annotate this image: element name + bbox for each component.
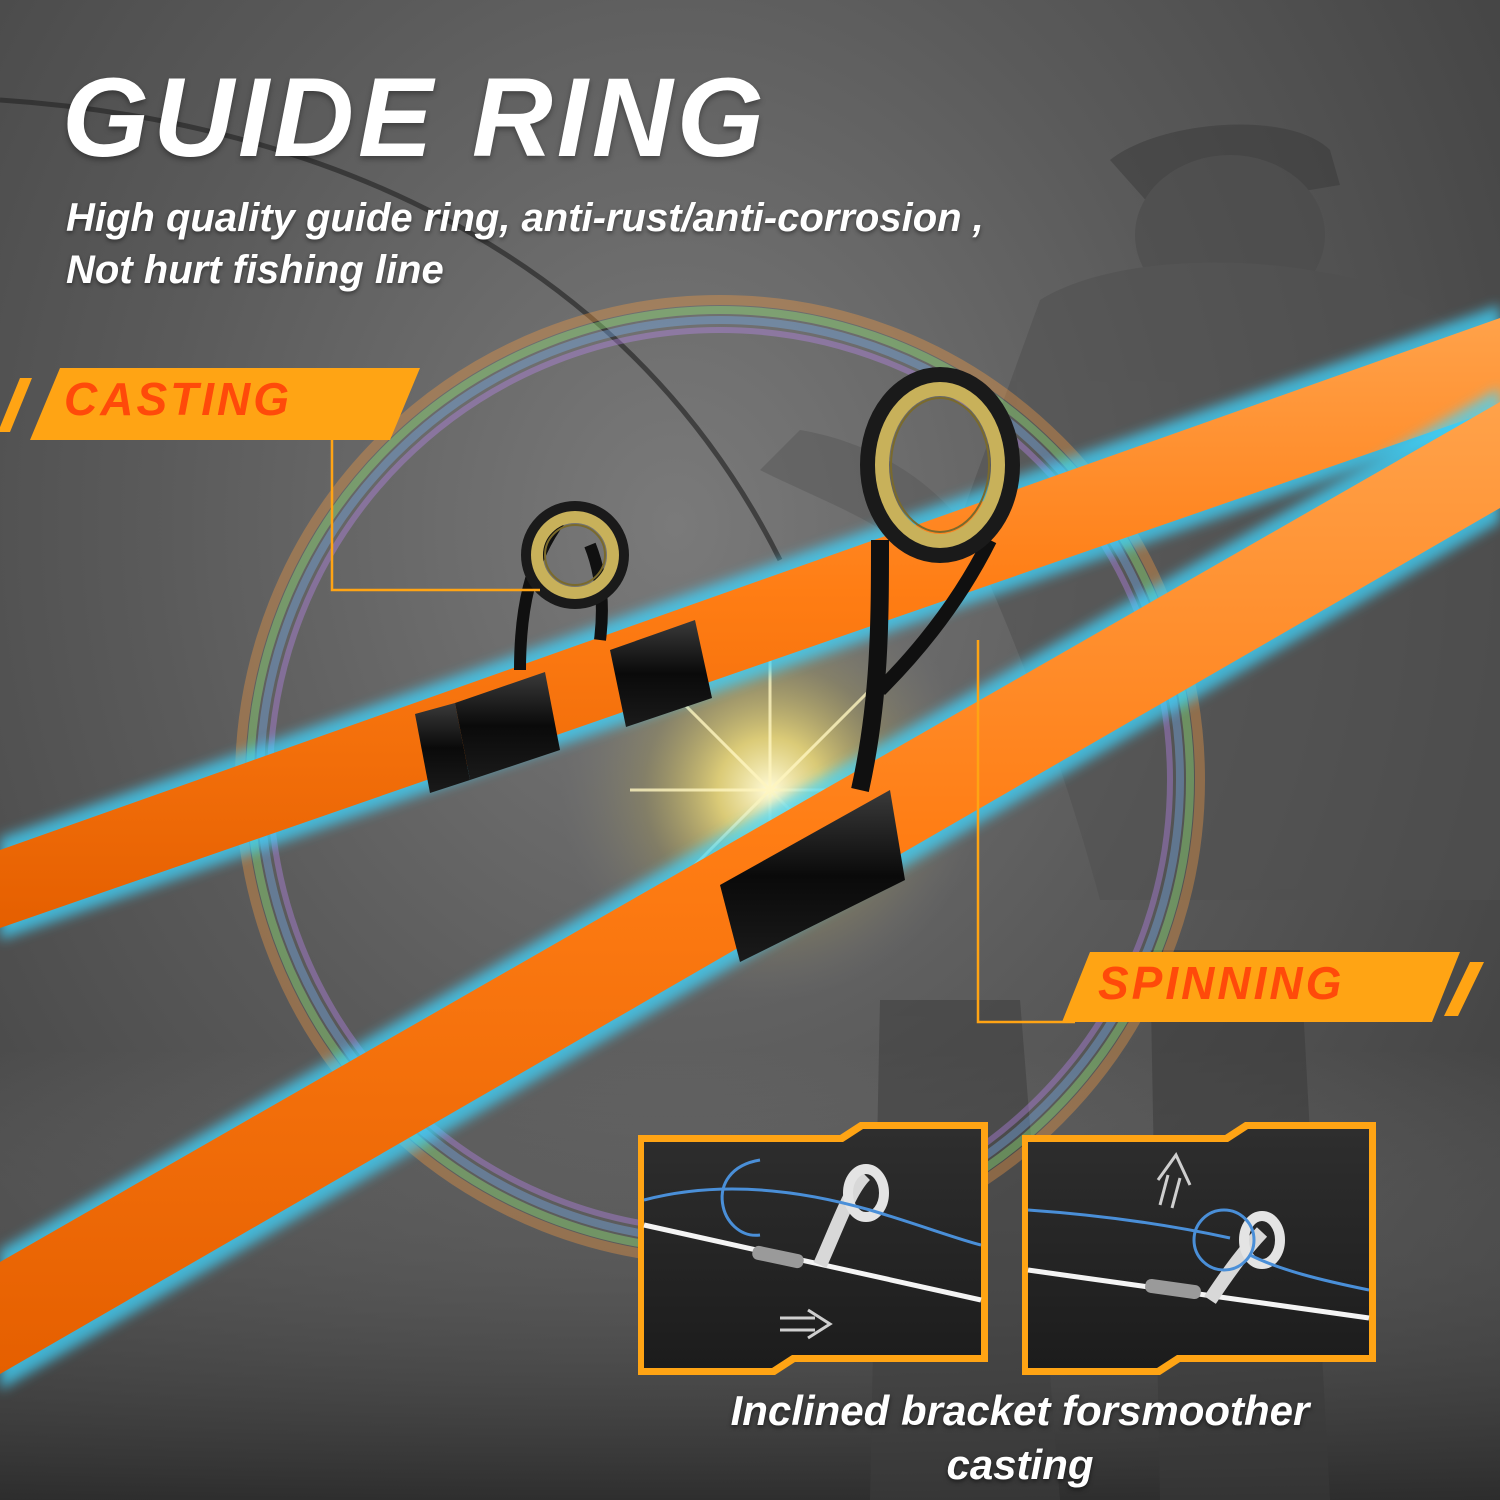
casting-thread-wrap: [610, 620, 712, 727]
subtitle: High quality guide ring, anti-rust/anti-…: [66, 192, 1146, 296]
spinning-guide-ring: [851, 367, 1020, 792]
diagram-caption: Inclined bracket forsmoother casting: [640, 1384, 1400, 1492]
casting-leader-line: [330, 400, 540, 592]
casting-guide-ring: [514, 501, 629, 671]
spinning-thread-wrap: [720, 790, 905, 962]
headline: GUIDE RING: [62, 55, 768, 180]
casting-label: CASTING: [64, 373, 292, 425]
caption-line: casting: [946, 1441, 1094, 1488]
caption-line: Inclined bracket forsmoother: [730, 1387, 1310, 1434]
casting-tag: [0, 368, 420, 440]
casting-rod: [0, 305, 1500, 940]
spinning-tag: [1062, 952, 1484, 1022]
rod-line: [643, 1222, 982, 1303]
spinning-label: SPINNING: [1098, 957, 1345, 1009]
right-arrow-icon: [780, 1308, 833, 1340]
subtitle-line: High quality guide ring, anti-rust/anti-…: [66, 196, 984, 240]
casting-thread-wrap: [415, 703, 470, 793]
up-arrow-icon: [1156, 1152, 1192, 1209]
diagram-panel-right: [1022, 1122, 1376, 1375]
spinning-leader-line: [976, 640, 1075, 1024]
background-rod: [0, 97, 783, 562]
casting-thread-wrap: [455, 672, 560, 780]
subtitle-line: Not hurt fishing line: [66, 248, 444, 292]
diagram-panel-left: [638, 1122, 988, 1375]
fishing-line: [643, 1187, 982, 1247]
spinning-rod: [0, 367, 1500, 1390]
